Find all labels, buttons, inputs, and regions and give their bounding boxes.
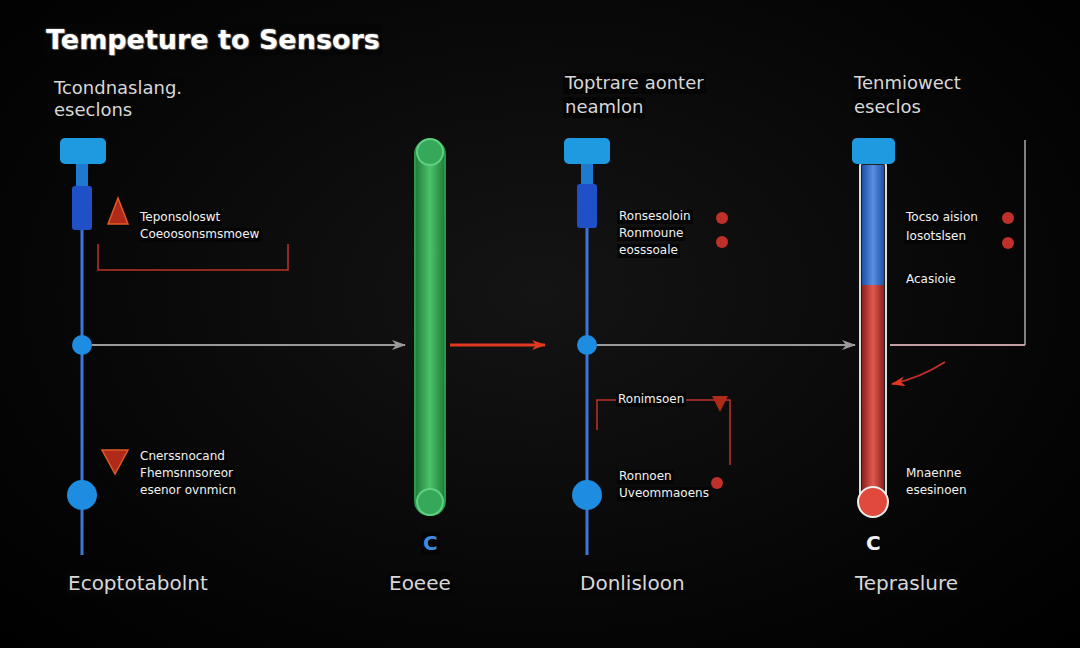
bottom-caption: Ecoptotabolnt <box>66 572 210 595</box>
bottom-caption: Donlisloon <box>578 572 687 595</box>
callout-text: Mnaenne <box>904 467 963 481</box>
thermometer <box>852 138 1025 517</box>
section-heading: eseclons <box>52 100 134 121</box>
callout-text: Teponsoloswt <box>138 211 222 225</box>
callout-text: Fhemsnnsoreor <box>138 467 235 481</box>
unit-label: C <box>421 532 440 555</box>
callout-text: esesinoen <box>904 484 969 498</box>
callout-text: eosssoale <box>617 244 680 258</box>
callout-text: Ronsesoloin <box>617 210 693 224</box>
section-heading: Tenmiowect <box>852 73 963 94</box>
callout-text: Ronimsoen <box>616 393 686 407</box>
section-heading: Tcondnaslang. <box>52 78 184 99</box>
callout-text: Coeoosonsmsmoew <box>138 228 261 242</box>
left-probe <box>60 138 405 555</box>
green-tube <box>415 139 545 515</box>
unit-label: C <box>864 532 883 555</box>
callout-text: Ronnoen <box>617 470 674 484</box>
middle-probe <box>564 138 855 555</box>
callout-text: Tocso aision <box>904 211 980 225</box>
callout-text: Iosotslsen <box>904 230 968 244</box>
bottom-caption: Eoeee <box>387 572 453 595</box>
callout-text: Uveommaoens <box>617 487 711 501</box>
section-heading: eseclos <box>852 97 923 118</box>
diagram-title: Tempeture to Sensors <box>44 24 382 55</box>
section-heading: Toptrare aonter <box>563 73 706 94</box>
callout-text: Acasioie <box>904 273 958 287</box>
section-heading: neamlon <box>563 97 645 118</box>
callout-text: esenor ovnmicn <box>138 484 238 498</box>
bottom-caption: Tepraslure <box>853 572 960 595</box>
callout-text: Cnerssnocand <box>138 450 227 464</box>
callout-text: Ronmoune <box>617 227 685 241</box>
